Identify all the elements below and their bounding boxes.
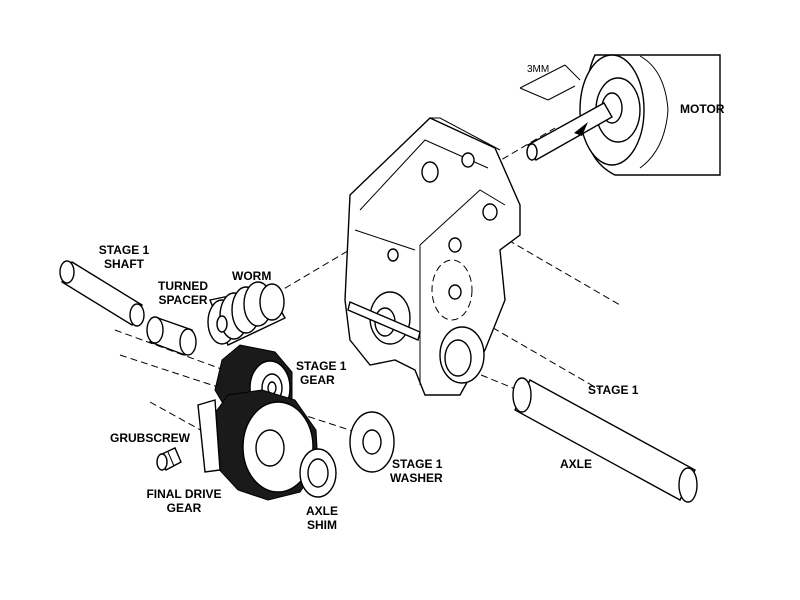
- stage1-bearing-axis: [444, 299, 601, 391]
- axle: [512, 377, 698, 503]
- final-drive-gear: [197, 389, 319, 501]
- motor-label: MOTOR: [680, 102, 725, 116]
- stage1-shaft: [59, 260, 145, 327]
- stage1-washer-label-line2: WASHER: [390, 471, 443, 485]
- grubscrew: [156, 447, 182, 471]
- stage1-washer-label-line1: STAGE 1: [392, 457, 443, 471]
- worm-label: WORM: [232, 269, 271, 283]
- axle-label: AXLE: [560, 457, 592, 471]
- stage1-shaft-label-line1: STAGE 1: [99, 243, 150, 257]
- grubscrew-label: GRUBSCREW: [110, 431, 191, 445]
- insert-arrow-icon: [574, 122, 588, 136]
- final-drive-gear-label-line2: GEAR: [167, 501, 202, 515]
- axle-shim-label-line1: AXLE: [306, 504, 338, 518]
- gearbox-bracket: [344, 117, 521, 396]
- stage1-washer: [349, 411, 395, 473]
- motor: [526, 54, 721, 176]
- stage1-shaft-label-line2: SHAFT: [104, 257, 145, 271]
- stage1-gear-label-line1: STAGE 1: [296, 359, 347, 373]
- worm: [207, 281, 286, 346]
- dimension-label: 3MM: [527, 64, 549, 75]
- stage1-gear-label-line2: GEAR: [300, 373, 335, 387]
- dimension-3mm: [519, 64, 581, 101]
- axle-shim: [299, 448, 337, 498]
- turned-spacer-label-line2: SPACER: [158, 293, 207, 307]
- final-drive-gear-label-line1: FINAL DRIVE: [146, 487, 221, 501]
- stage1-label: STAGE 1: [588, 383, 639, 397]
- axle-shim-label-line2: SHIM: [307, 518, 337, 532]
- turned-spacer: [146, 316, 197, 356]
- turned-spacer-label-line1: TURNED: [158, 279, 208, 293]
